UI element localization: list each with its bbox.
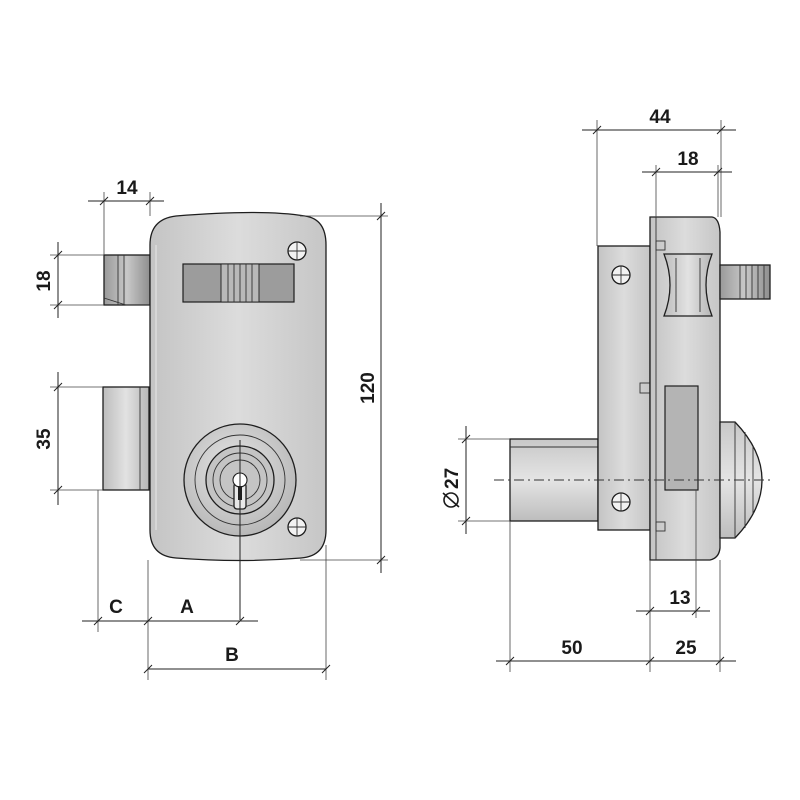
- side-screw-top-icon: [611, 265, 631, 285]
- dim-body-height: 120: [300, 203, 388, 573]
- dim-cylinder-height: 35: [34, 372, 103, 505]
- side-mounting-plate: [597, 245, 651, 531]
- front-cylinder-housing: [102, 386, 150, 491]
- dim-bolt-height: 18: [34, 242, 104, 318]
- front-view: 14 18 35 120: [34, 178, 388, 680]
- front-key-cylinder: [183, 423, 297, 620]
- side-screw-bottom-icon: [611, 492, 631, 512]
- dim-b-label: B: [225, 645, 239, 666]
- dim-bolt-offset: 14: [88, 178, 164, 255]
- dim-total-depth: 44: [582, 107, 736, 246]
- diameter-icon: [443, 492, 459, 508]
- dim-cylinder-diameter: 27: [442, 426, 510, 534]
- front-latch-window: [182, 263, 295, 303]
- dim-knob-depth: 13: [636, 490, 710, 672]
- dim-side-18-label: 18: [677, 149, 698, 170]
- dim-120-label: 120: [358, 372, 379, 404]
- side-case: [649, 216, 721, 561]
- dim-b: B: [143, 545, 331, 680]
- dim-18-label: 18: [34, 270, 55, 291]
- dim-a-label: A: [180, 597, 194, 618]
- front-screw-top-icon: [287, 241, 307, 261]
- side-view: 44 18 27: [442, 107, 772, 672]
- dim-c-label: C: [109, 597, 123, 618]
- dim-inner-depth: 18: [642, 149, 732, 217]
- front-screw-bottom-icon: [287, 517, 307, 537]
- front-latch-bolt: [103, 254, 151, 306]
- dim-13-label: 13: [669, 588, 690, 609]
- dim-35-label: 35: [34, 428, 55, 450]
- dim-bottom-depths: 50 25: [496, 521, 736, 672]
- dim-c-a: C A: [82, 490, 258, 680]
- dim-50-label: 50: [561, 638, 582, 659]
- side-bolt: [719, 264, 771, 300]
- dim-25-label: 25: [675, 638, 697, 659]
- dim-27-label: 27: [442, 468, 463, 489]
- dim-44-label: 44: [649, 107, 671, 128]
- dim-14-label: 14: [116, 178, 138, 199]
